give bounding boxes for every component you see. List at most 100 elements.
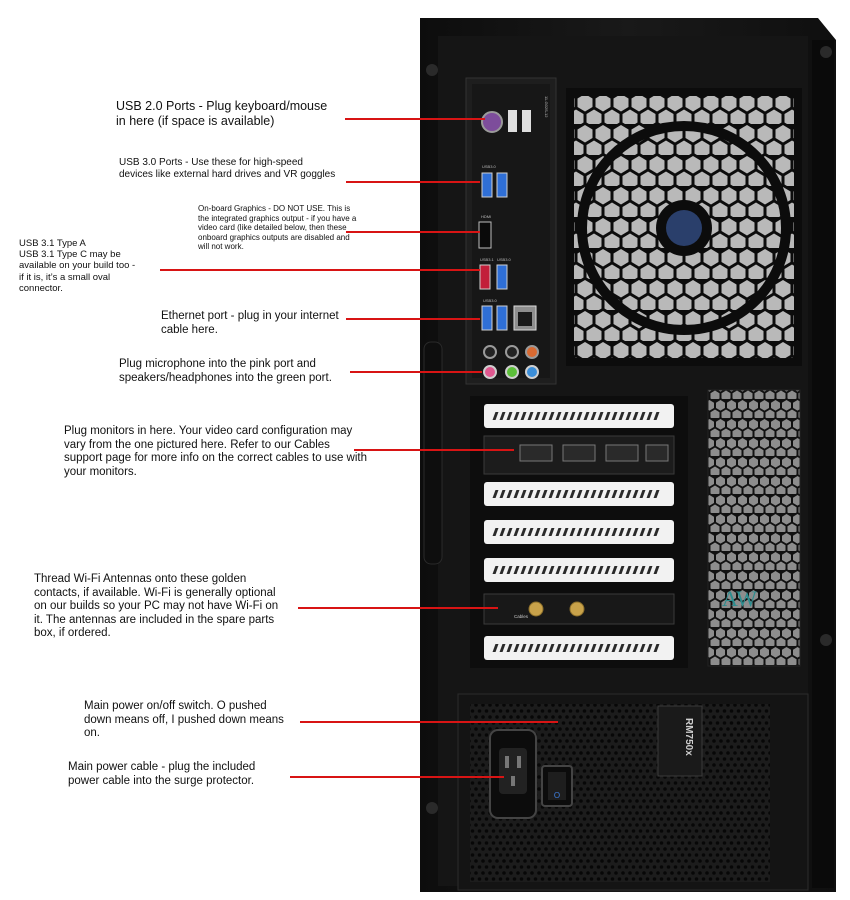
slot-vent-slit bbox=[541, 644, 548, 652]
io-usb30b-text: USB3.0 bbox=[497, 257, 512, 262]
slot-vent-slit bbox=[611, 566, 618, 574]
slot-vent-slit bbox=[576, 528, 583, 536]
slot-vent-slit bbox=[492, 566, 499, 574]
slot-vent-slit bbox=[653, 644, 660, 652]
slot-vent-slit bbox=[548, 528, 555, 536]
slot-vent-slit bbox=[611, 644, 618, 652]
slot-vent-slit bbox=[639, 566, 646, 574]
slot-vent-slit bbox=[646, 566, 653, 574]
audio-jack-rear[interactable] bbox=[505, 345, 519, 359]
slot-vent-slit bbox=[639, 644, 646, 652]
rear-fan-logo bbox=[666, 210, 702, 246]
usb3-port[interactable] bbox=[481, 172, 493, 198]
audio-jack-line-in[interactable] bbox=[525, 365, 539, 379]
usb3-port[interactable] bbox=[496, 305, 508, 331]
thumbscrew[interactable] bbox=[426, 802, 438, 814]
callout-line-usb3 bbox=[346, 181, 480, 183]
slot-vent-slit bbox=[618, 490, 625, 498]
slot-vent-slit bbox=[555, 490, 562, 498]
callout-line-ethernet bbox=[346, 318, 480, 320]
callout-wifi-line1: Thread Wi-Fi Antennas onto these golden bbox=[34, 573, 247, 585]
power-switch-off-mark: O bbox=[554, 791, 560, 800]
thumbscrew[interactable] bbox=[426, 64, 438, 76]
hdmi-port[interactable] bbox=[478, 221, 492, 249]
slot-vent-slit bbox=[625, 566, 632, 574]
slot-vent-slit bbox=[583, 528, 590, 536]
slot-vent-slit bbox=[534, 528, 541, 536]
hdmi-gpu-port[interactable] bbox=[605, 444, 639, 462]
callout-ethernet-line1: Ethernet port - plug in your internet bbox=[161, 310, 339, 322]
slot-vent-slit bbox=[562, 490, 569, 498]
callout-audio-line2: speakers/headphones into the green port. bbox=[119, 371, 332, 384]
slot-vent-slit bbox=[583, 566, 590, 574]
slot-vent-slit bbox=[618, 644, 625, 652]
usb3-port[interactable] bbox=[496, 172, 508, 198]
usb3-port[interactable] bbox=[496, 264, 508, 290]
slot-vent-slit bbox=[590, 566, 597, 574]
slot-vent-slit bbox=[625, 490, 632, 498]
slot-vent-slit bbox=[618, 528, 625, 536]
power-inlet-pin bbox=[505, 756, 509, 768]
callout-line-usb2 bbox=[345, 118, 485, 120]
ps2-port[interactable] bbox=[481, 111, 503, 133]
slot-vent-slit bbox=[590, 412, 597, 420]
slot-vent-slit bbox=[639, 412, 646, 420]
displayport-port[interactable] bbox=[562, 444, 596, 462]
callout-monitors-line1: Plug monitors in here. Your video card c… bbox=[64, 425, 353, 437]
audio-jack-sideout[interactable] bbox=[483, 345, 497, 359]
callout-wifi-line3: on our builds so your PC may not have Wi… bbox=[34, 600, 279, 613]
slot-vent-slit bbox=[513, 490, 520, 498]
slot-vent-slit bbox=[597, 644, 604, 652]
power-inlet-socket bbox=[499, 748, 527, 794]
slot-vent-slit bbox=[653, 566, 660, 574]
callout-power-switch: Main power on/off switch. O pushed down … bbox=[84, 700, 284, 741]
slot-vent-slit bbox=[597, 490, 604, 498]
slot-vent-slit bbox=[499, 412, 506, 420]
thumbscrew[interactable] bbox=[820, 46, 832, 58]
thumbscrew[interactable] bbox=[820, 634, 832, 646]
audio-jack-center[interactable] bbox=[525, 345, 539, 359]
displayport-port[interactable] bbox=[519, 444, 553, 462]
callout-power-switch-line3: on. bbox=[84, 727, 100, 740]
case-logo: AW bbox=[722, 586, 757, 611]
callout-power-switch-line1: Main power on/off switch. O pushed bbox=[84, 700, 267, 712]
slot-vent-slit bbox=[555, 644, 562, 652]
slot-vent-slit bbox=[646, 490, 653, 498]
rear-fan-ring bbox=[577, 121, 791, 335]
callout-usb31-line1: USB 3.1 Type A bbox=[19, 238, 86, 249]
slot-vent-slit bbox=[611, 412, 618, 420]
audio-jack-mic[interactable] bbox=[483, 365, 497, 379]
callout-line-power-switch bbox=[300, 721, 558, 723]
slot-vent-slit bbox=[569, 528, 576, 536]
callout-usb2-line1: USB 2.0 Ports - Plug keyboard/mouse bbox=[116, 99, 328, 113]
slot-vent-slit bbox=[499, 644, 506, 652]
usb3-port[interactable] bbox=[481, 305, 493, 331]
usb31-port[interactable] bbox=[479, 264, 491, 290]
callout-onboard-line4: onboard graphics outputs are disabled an… bbox=[198, 232, 350, 242]
slot-vent-slit bbox=[597, 566, 604, 574]
slot-vent-slit bbox=[541, 490, 548, 498]
wifi-antenna-connector[interactable] bbox=[528, 601, 544, 617]
slot-vent-slit bbox=[576, 490, 583, 498]
slot-vent-slit bbox=[625, 528, 632, 536]
callout-onboard-line1: On-board Graphics - DO NOT USE. This is bbox=[198, 204, 351, 213]
audio-jack-line-out[interactable] bbox=[505, 365, 519, 379]
slot-vent-slit bbox=[618, 566, 625, 574]
slot-vent-slit bbox=[625, 644, 632, 652]
wifi-antenna-connector[interactable] bbox=[569, 601, 585, 617]
slot-vent-slit bbox=[562, 528, 569, 536]
slot-vent-slit bbox=[646, 644, 653, 652]
usb2-port[interactable] bbox=[522, 110, 531, 132]
slot-vent-slit bbox=[618, 412, 625, 420]
callout-wifi-line2: contacts, if available. Wi-Fi is general… bbox=[34, 586, 276, 599]
slot-vent-slit bbox=[576, 566, 583, 574]
slot-vent-slit bbox=[646, 528, 653, 536]
slot-vent-slit bbox=[604, 644, 611, 652]
slot-vent-slit bbox=[499, 528, 506, 536]
usb2-port[interactable] bbox=[508, 110, 517, 132]
power-switch-rocker[interactable] bbox=[548, 772, 566, 800]
callout-monitors: Plug monitors in here. Your video card c… bbox=[64, 425, 367, 479]
dvi-port[interactable] bbox=[645, 444, 669, 462]
callout-line-audio bbox=[350, 371, 482, 373]
slot-vent-slit bbox=[646, 412, 653, 420]
